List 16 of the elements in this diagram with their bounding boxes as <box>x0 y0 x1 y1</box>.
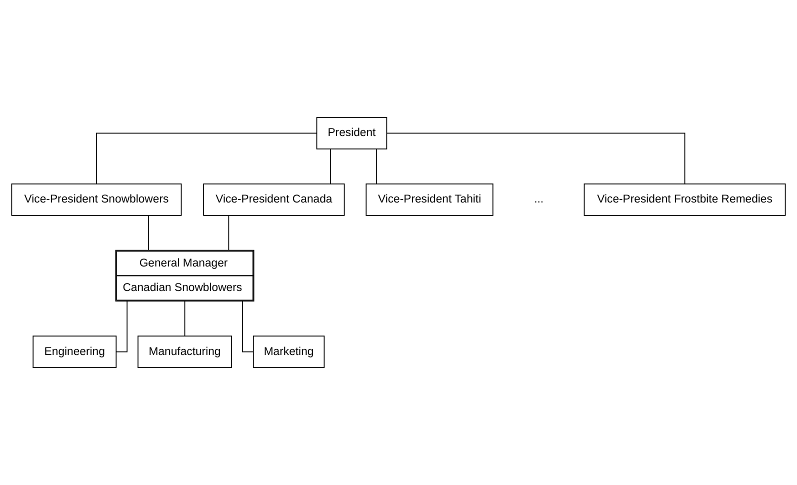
node-box: Marketing <box>252 336 325 368</box>
connector <box>228 215 230 251</box>
node-box: Vice-President Tahiti <box>366 184 494 216</box>
node-box: Manufacturing <box>138 336 232 368</box>
connector <box>330 148 331 184</box>
node-box: Vice-President Canada <box>203 184 345 216</box>
connector <box>148 215 149 251</box>
node-box: Vice-President Snowblowers <box>11 184 182 216</box>
node-box: President <box>316 117 388 150</box>
connector <box>386 132 686 184</box>
connector <box>96 132 317 184</box>
connector <box>376 148 377 184</box>
label: ... <box>534 194 544 206</box>
node-box: Vice-President Frostbite Remedies <box>584 184 786 216</box>
connector <box>184 301 186 336</box>
node-box: Engineering <box>32 336 117 368</box>
